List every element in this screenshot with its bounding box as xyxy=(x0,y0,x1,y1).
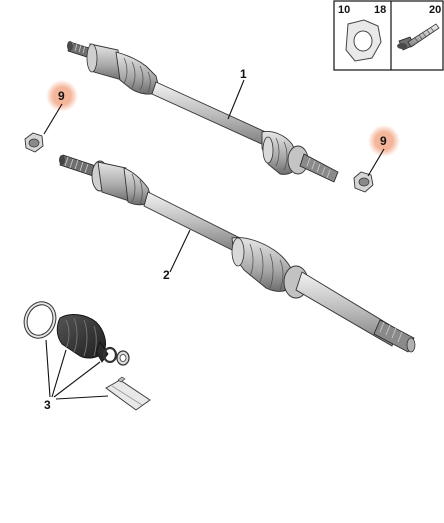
grease-sachet xyxy=(105,376,151,411)
leader-lines xyxy=(43,79,385,400)
callout-9-right: 9 xyxy=(380,134,387,148)
drive-shaft-upper xyxy=(67,41,339,183)
clamp-ring-small xyxy=(102,346,130,366)
callout-highlight-left xyxy=(46,80,78,112)
callout-1: 1 xyxy=(240,67,247,81)
inset-panel: 10 18 20 xyxy=(333,0,444,71)
inset-label-20: 20 xyxy=(429,4,441,16)
boot-kit xyxy=(23,301,151,411)
callout-9-left: 9 xyxy=(58,89,65,103)
nut-left xyxy=(24,132,44,153)
bolt-icon xyxy=(397,23,440,51)
clamp-ring-large xyxy=(23,301,57,339)
callout-highlight-right xyxy=(368,125,400,157)
washer-icon xyxy=(345,19,382,62)
inset-label-10: 10 xyxy=(338,4,350,16)
inset-label-18: 18 xyxy=(374,4,386,16)
callout-3: 3 xyxy=(44,398,51,412)
drive-shaft-lower xyxy=(59,154,416,353)
callout-2: 2 xyxy=(163,268,170,282)
nut-right xyxy=(353,171,374,193)
